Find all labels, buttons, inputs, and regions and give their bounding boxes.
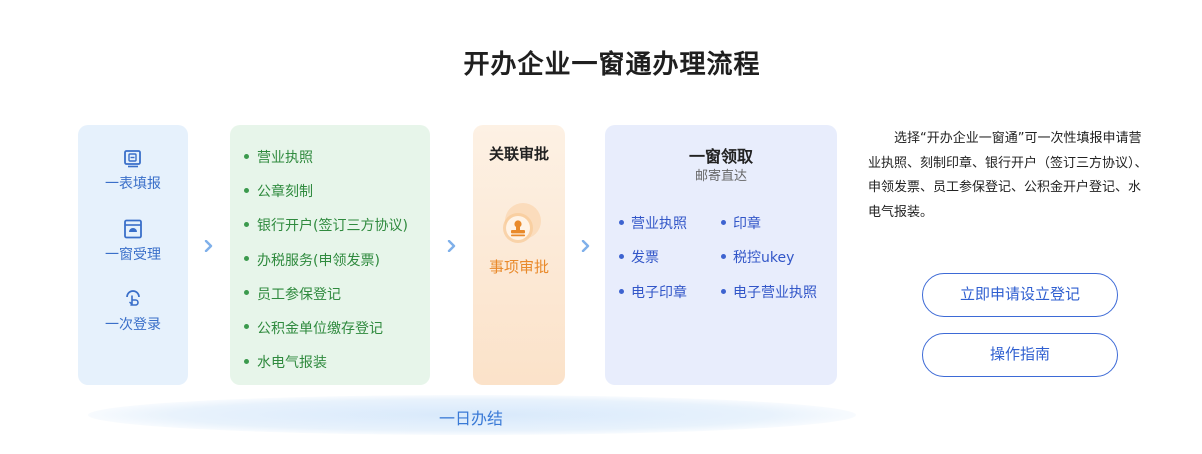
list-item: 公积金单位缴存登记 <box>244 318 408 352</box>
description-text: 选择“开办企业一窗通”可一次性填报申请营业执照、刻制印章、银行开户（签订三方协议… <box>868 131 1148 220</box>
baseline-ellipse <box>88 395 856 435</box>
approval-title: 关联审批 <box>488 145 549 163</box>
approval-label: 事项审批 <box>488 258 549 276</box>
page-title: 开办企业一窗通办理流程 <box>463 50 761 80</box>
list-item: 办税服务(申领发票) <box>244 250 408 284</box>
list-item: 银行开户(签订三方协议) <box>244 215 408 249</box>
stamp-icon <box>503 203 541 243</box>
step-form: 一表填报 <box>78 147 188 193</box>
pickup-item: 印章 <box>721 213 761 233</box>
pickup-subtitle: 邮寄直达 <box>694 169 747 184</box>
step-label: 一表填报 <box>105 176 161 192</box>
step-login: 一次登录 <box>78 288 188 334</box>
services-list: 营业执照 公章刻制 银行开户(签订三方协议) 办税服务(申领发票) 员工参保登记… <box>244 147 408 386</box>
pickup-item: 发票 <box>619 247 659 267</box>
services-card: 营业执照 公章刻制 银行开户(签订三方协议) 办税服务(申领发票) 员工参保登记… <box>230 125 430 385</box>
chevron-right-icon <box>204 240 213 252</box>
pickup-item: 税控ukey <box>721 247 794 267</box>
step-label: 一窗受理 <box>105 247 161 263</box>
list-item: 水电气报装 <box>244 352 408 386</box>
step-window: 一窗受理 <box>78 218 188 264</box>
chevron-right-icon <box>447 240 456 252</box>
list-item: 营业执照 <box>244 147 408 181</box>
pickup-item: 电子营业执照 <box>721 282 817 302</box>
pickup-item: 营业执照 <box>619 213 687 233</box>
steps-card: 一表填报 一窗受理 一次登录 <box>78 125 188 385</box>
approval-card: 关联审批 事项审批 <box>473 125 565 385</box>
pickup-title: 一窗领取 <box>688 147 753 166</box>
form-icon <box>124 150 141 168</box>
list-item: 公章刻制 <box>244 181 408 215</box>
pickup-card: 一窗领取 邮寄直达 营业执照 印章 发票 税控ukey 电子印章 电子营业执照 <box>605 125 837 385</box>
chevron-right-icon <box>581 240 590 252</box>
apply-registration-button[interactable]: 立即申请设立登记 <box>922 273 1118 317</box>
list-item: 员工参保登记 <box>244 284 408 318</box>
touch-icon <box>126 290 140 306</box>
completion-label: 一日办结 <box>438 409 503 428</box>
step-label: 一次登录 <box>105 317 161 333</box>
operation-guide-button[interactable]: 操作指南 <box>922 333 1118 377</box>
pickup-item: 电子印章 <box>619 282 687 302</box>
window-icon <box>124 219 142 239</box>
